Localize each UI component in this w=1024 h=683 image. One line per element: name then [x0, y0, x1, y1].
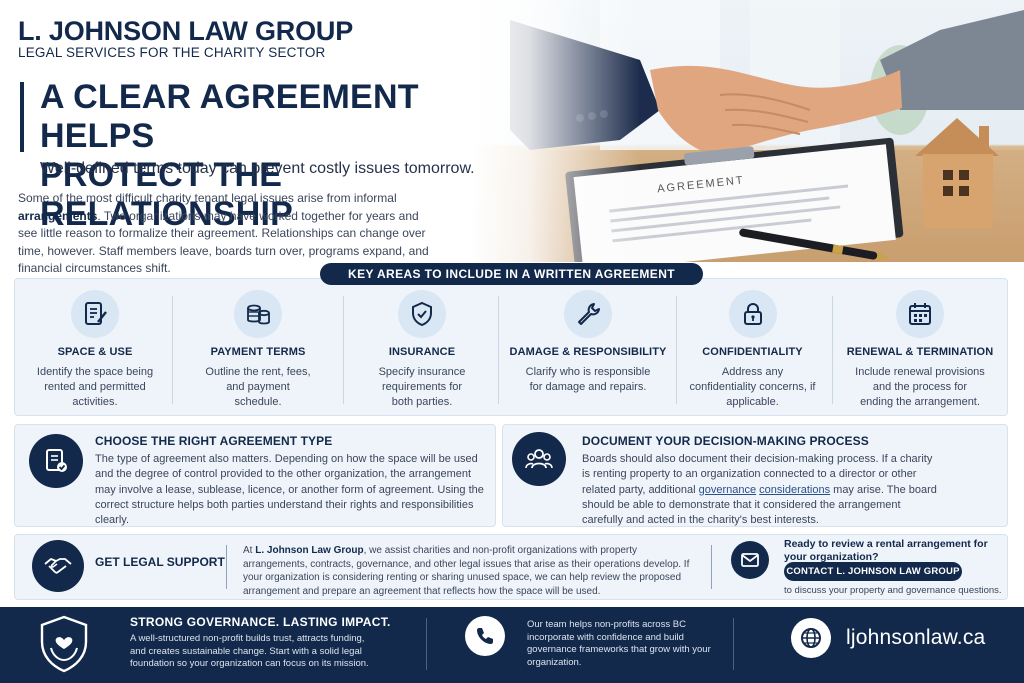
headline-line-2: PROTECT THE RELATIONSHIP	[40, 156, 294, 233]
divider	[426, 618, 427, 670]
handshake-icon	[32, 540, 84, 592]
decision-process-body: Boards should also document their decisi…	[582, 452, 942, 528]
divider	[226, 545, 227, 589]
key-area-insurance: INSURANCE Specify insurance requirements…	[348, 290, 496, 412]
key-area-title: RENEWAL & TERMINATION	[846, 346, 994, 358]
cta-question: Ready to review a rental arrangement for…	[784, 538, 988, 563]
headline-accent-bar	[20, 82, 24, 152]
legal-text-prefix: At	[243, 545, 256, 556]
hero-fade	[470, 0, 640, 262]
shield-heart-icon	[37, 614, 91, 674]
coins-icon	[234, 290, 282, 338]
document-check-icon	[29, 434, 83, 488]
intro-text-2: . Two organizations may have worked toge…	[18, 208, 429, 276]
legal-text-rest: , we assist charities and non-profit org…	[243, 545, 690, 597]
footer	[0, 607, 1024, 683]
contact-button[interactable]: CONTACT L. JOHNSON LAW GROUP	[784, 562, 962, 581]
document-pen-icon	[71, 290, 119, 338]
page-title: A CLEAR AGREEMENT HELPS PROTECT THE RELA…	[40, 78, 540, 234]
subheadline: Well-defined terms today can prevent cos…	[40, 160, 475, 177]
key-area-title: PAYMENT TERMS	[210, 346, 306, 358]
governance-link[interactable]: governance	[698, 483, 757, 496]
key-area-space-use: SPACE & USE Identify the space being ren…	[20, 290, 170, 412]
key-area-damage-responsibility: DAMAGE & RESPONSIBILITY Clarify who is r…	[503, 290, 673, 412]
key-area-title: INSURANCE	[388, 346, 456, 358]
calendar-icon	[896, 290, 944, 338]
divider	[711, 545, 712, 589]
agreement-type-body: The type of agreement also matters. Depe…	[95, 453, 484, 527]
divider	[676, 296, 677, 404]
shield-check-icon	[398, 290, 446, 338]
intro-bold: arrangements	[18, 208, 98, 223]
key-area-desc: Address any confidentiality concerns, if…	[689, 366, 816, 408]
envelope-icon	[731, 541, 769, 579]
agreement-type-title: CHOOSE THE RIGHT AGREEMENT TYPE	[95, 434, 333, 448]
key-area-confidentiality: CONFIDENTIALITY Address any confidential…	[680, 290, 825, 412]
key-area-desc: Outline the rent, fees, and payment sche…	[205, 366, 311, 408]
legal-support-title: GET LEGAL SUPPORT	[95, 555, 225, 569]
divider	[172, 296, 173, 404]
key-areas-heading: KEY AREAS TO INCLUDE IN A WRITTEN AGREEM…	[320, 263, 703, 285]
decision-process-card	[502, 424, 1008, 527]
legal-text-bold: L. Johnson Law Group	[255, 545, 364, 556]
divider	[498, 296, 499, 404]
decision-text-2: may arise. The board should be able to d…	[582, 483, 937, 527]
agreement-type-card	[14, 424, 496, 527]
people-group-icon	[512, 432, 566, 486]
hero-section: AGREEMENT L	[0, 0, 1024, 275]
brand-name: L. JOHNSON LAW GROUP	[18, 16, 354, 46]
key-area-title: CONFIDENTIALITY	[702, 346, 803, 358]
divider	[343, 296, 344, 404]
globe-icon	[791, 618, 831, 658]
phone-icon	[465, 616, 505, 656]
key-area-renewal-termination: RENEWAL & TERMINATION Include renewal pr…	[836, 290, 1004, 412]
divider	[733, 618, 734, 670]
legal-support-body: At L. Johnson Law Group, we assist chari…	[243, 544, 698, 598]
wrench-icon	[564, 290, 612, 338]
headline-line-1: A CLEAR AGREEMENT HELPS	[40, 78, 419, 155]
key-areas-panel	[14, 278, 1008, 416]
decision-text-1: Boards should also document their decisi…	[582, 453, 933, 496]
key-area-desc: Identify the space being rented and perm…	[36, 366, 154, 408]
website-link[interactable]: ljohnsonlaw.ca	[846, 626, 986, 649]
key-area-desc: Clarify who is responsible for damage an…	[525, 366, 651, 393]
key-area-payment-terms: PAYMENT TERMS Outline the rent, fees, an…	[178, 290, 338, 412]
footer-text: A well-structured non-profit builds trus…	[130, 633, 369, 669]
intro-text-1: Some of the most difficult charity tenan…	[18, 191, 397, 205]
footer-title: STRONG GOVERNANCE. LASTING IMPACT.	[130, 615, 391, 629]
intro-paragraph: Some of the most difficult charity tenan…	[18, 190, 438, 278]
key-area-title: DAMAGE & RESPONSIBILITY	[509, 346, 667, 358]
brand-tagline: LEGAL SERVICES FOR THE CHARITY SECTOR	[18, 45, 326, 60]
considerations-link[interactable]: considerations	[759, 483, 831, 496]
key-area-desc: Include renewal provisions and the proce…	[855, 366, 985, 408]
padlock-icon	[728, 290, 777, 338]
decision-process-title: DOCUMENT YOUR DECISION-MAKING PROCESS	[582, 434, 869, 448]
key-area-title: SPACE & USE	[57, 346, 133, 358]
footer-mid-text: Our team helps non-profits across BC inc…	[527, 619, 711, 668]
key-area-desc: Specify insurance requirements for both …	[378, 366, 466, 408]
cta-note: to discuss your property and governance …	[784, 585, 1002, 596]
divider	[832, 296, 833, 404]
